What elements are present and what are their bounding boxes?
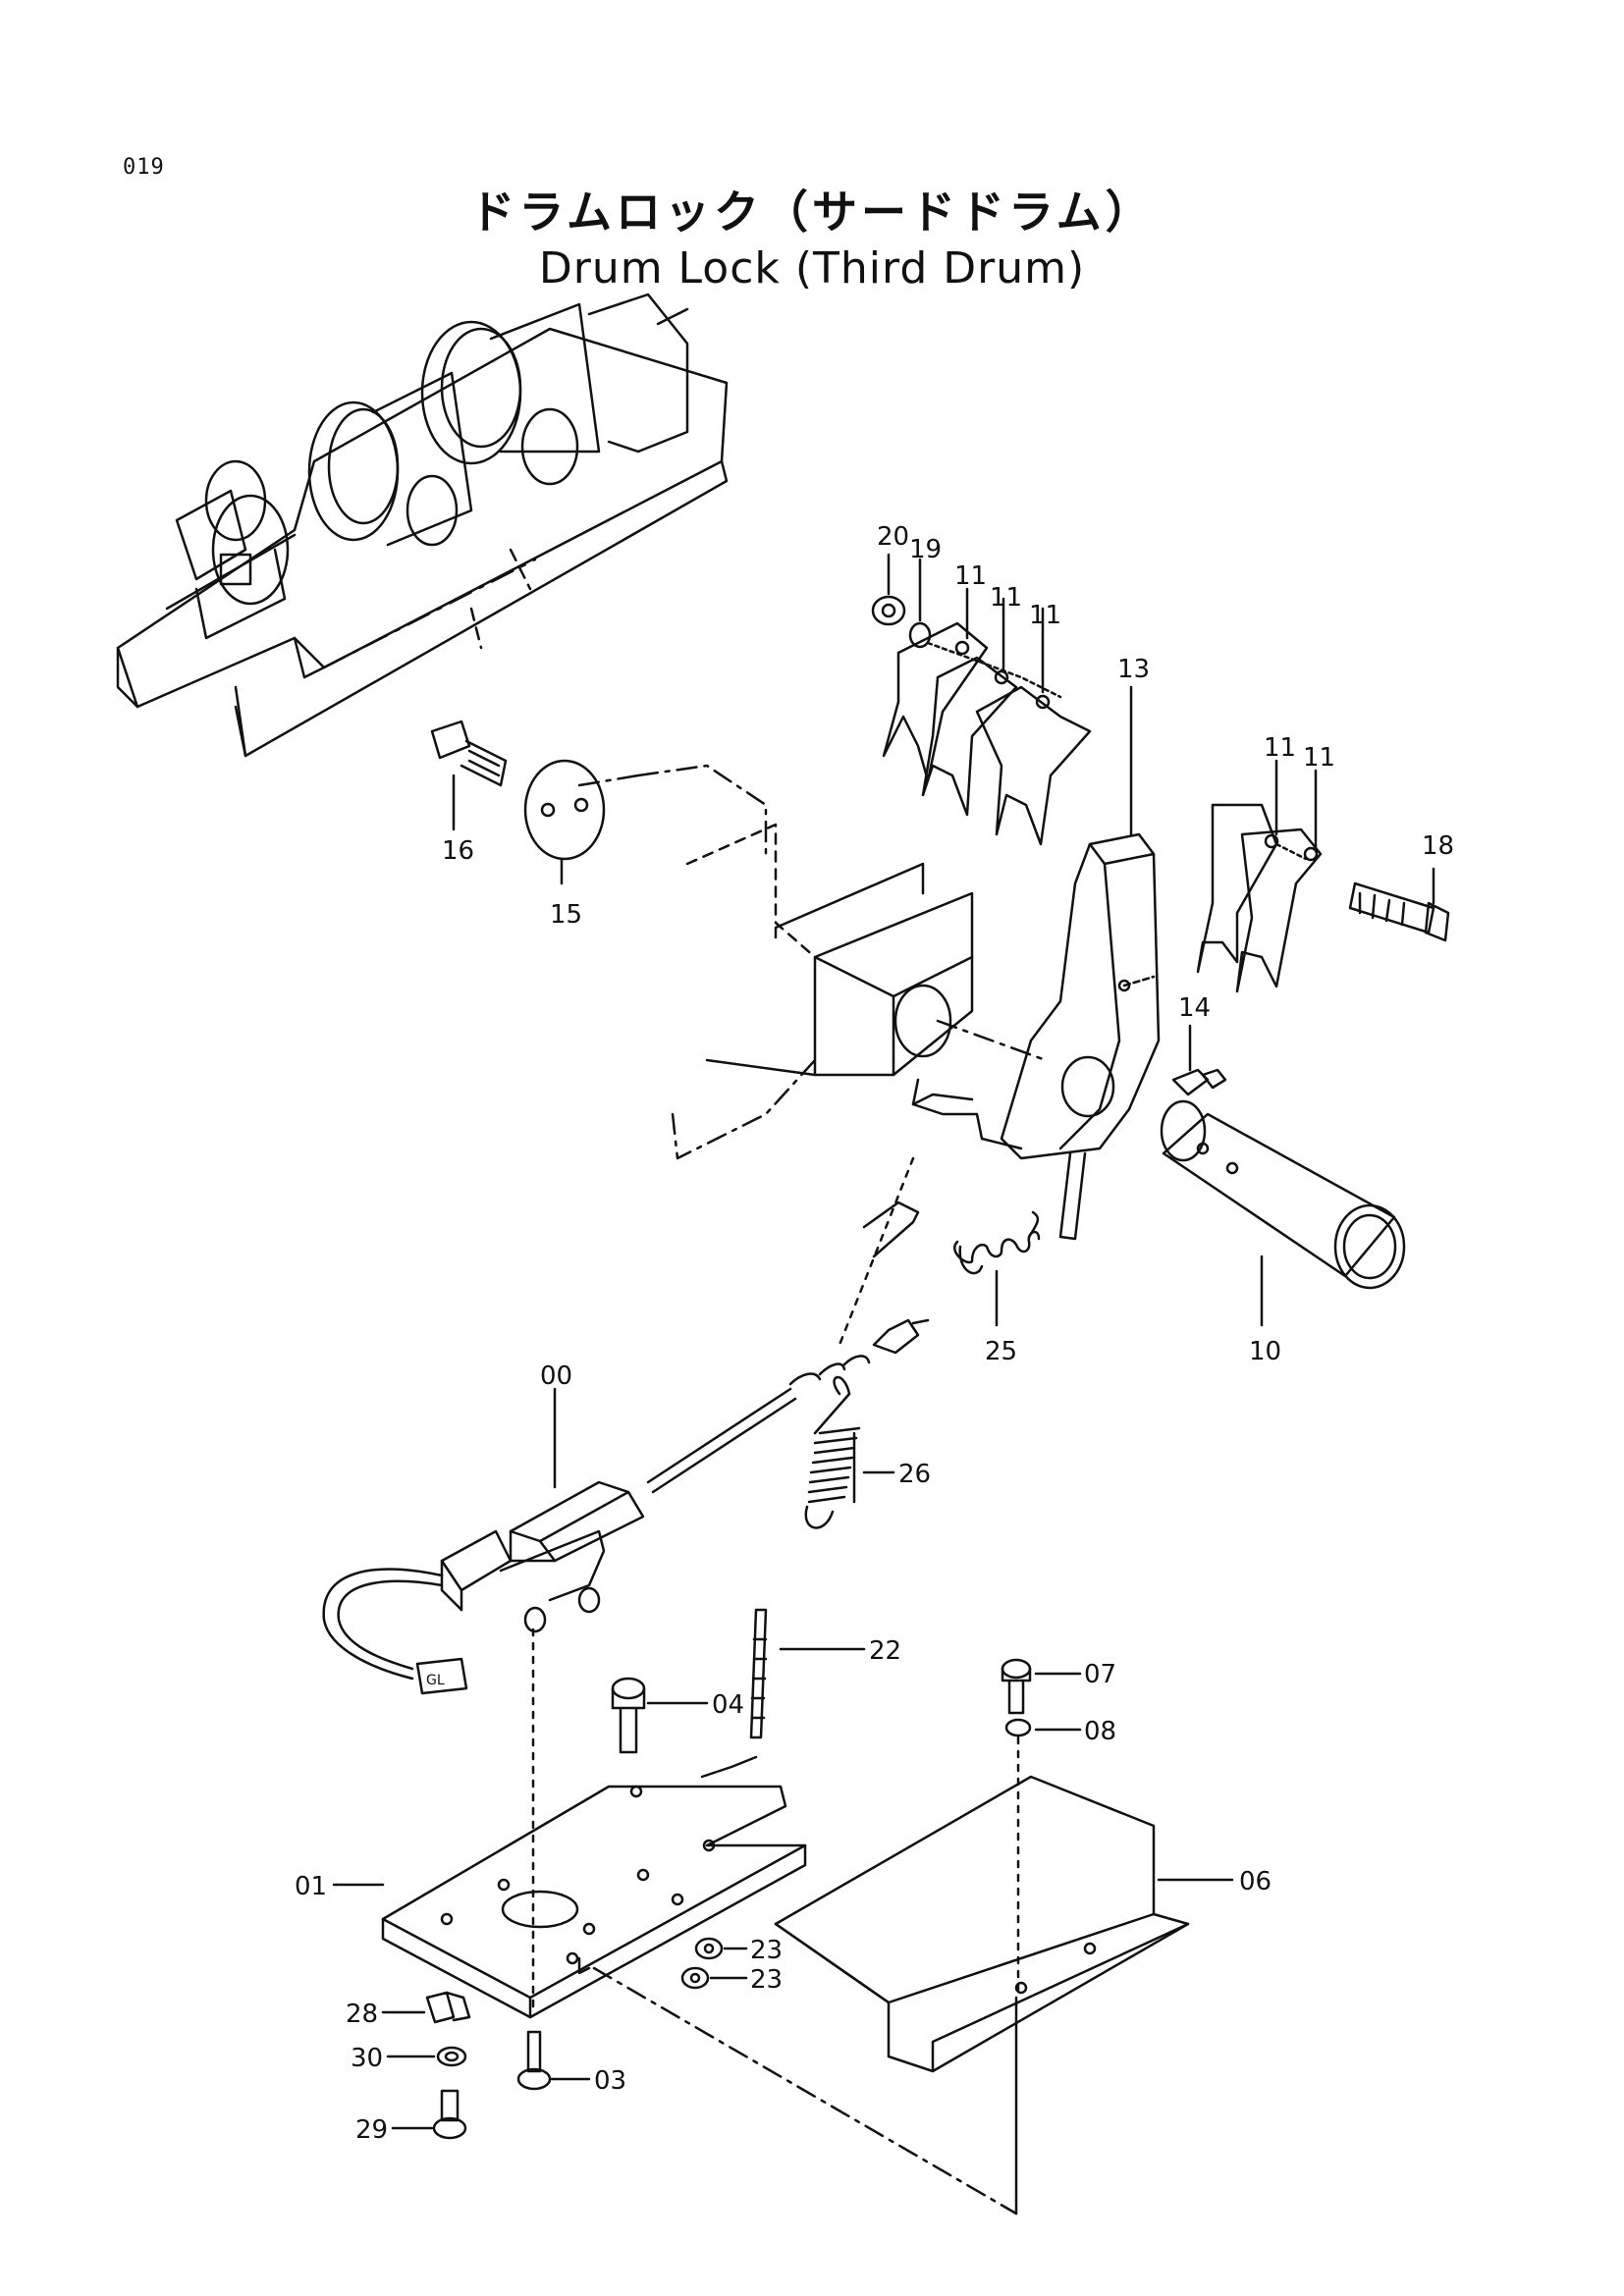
callout-18: 18 — [1422, 831, 1454, 861]
callout-23: 23 — [750, 1936, 783, 1965]
callout-labels: 20 19 11 11 11 13 11 11 18 16 15 14 25 1… — [295, 522, 1454, 2145]
bolt-03 — [516, 2030, 591, 2091]
callout-01: 01 — [295, 1872, 327, 1901]
callout-25: 25 — [985, 1337, 1017, 1366]
callout-03: 03 — [594, 2066, 626, 2096]
callout-15: 15 — [550, 900, 582, 930]
base-plate-01 — [332, 1755, 1018, 2216]
spring-25 — [953, 1210, 1041, 1327]
rod-22 — [749, 1156, 920, 1739]
pin-10 — [1160, 1099, 1406, 1327]
clamp-28 — [381, 1991, 471, 2024]
callout-07: 07 — [1084, 1660, 1116, 1689]
callout-29: 29 — [355, 2115, 388, 2145]
nut-20 — [871, 553, 906, 626]
bolt-04 — [611, 1677, 709, 1754]
callout-26: 26 — [898, 1460, 931, 1489]
callout-00: 00 — [540, 1362, 572, 1391]
nut-23b — [680, 1966, 748, 1990]
callout-20: 20 — [877, 522, 909, 552]
title-english: Drum Lock (Third Drum) — [538, 243, 1086, 294]
washer-08 — [1004, 1718, 1082, 2216]
nut-23a — [694, 1937, 748, 1960]
callout-19: 19 — [909, 535, 942, 564]
bolt-07 — [1001, 1658, 1082, 1715]
cable-actuator-00 — [322, 1318, 930, 2009]
bolt-18 — [1348, 867, 1450, 942]
plates-11-left — [882, 587, 1092, 846]
callout-22: 22 — [869, 1636, 901, 1666]
callout-08: 08 — [1084, 1717, 1116, 1746]
callout-14: 14 — [1178, 993, 1211, 1023]
callout-28: 28 — [346, 2000, 378, 2029]
washer-15 — [523, 759, 606, 885]
callout-11: 11 — [990, 583, 1022, 613]
plates-11-right — [1196, 759, 1323, 993]
callout-04: 04 — [712, 1690, 744, 1720]
callout-30: 30 — [351, 2044, 383, 2073]
spring-26 — [804, 1375, 895, 1529]
callout-11: 11 — [1029, 601, 1061, 630]
callout-11: 11 — [954, 561, 987, 591]
callout-11: 11 — [1303, 743, 1335, 773]
cover-06 — [774, 1775, 1234, 2073]
callout-11: 11 — [1264, 733, 1296, 763]
callout-16: 16 — [442, 836, 474, 866]
bolt-29 — [391, 2089, 467, 2140]
bracket-block — [577, 764, 1048, 1160]
lever-13 — [911, 685, 1161, 1241]
washer-30 — [386, 2046, 467, 2067]
bolt-16 — [430, 720, 508, 831]
page-number: 019 — [123, 155, 165, 180]
callout-23: 23 — [750, 1965, 783, 1995]
callout-06: 06 — [1239, 1867, 1272, 1896]
washer-19 — [908, 558, 932, 649]
callout-13: 13 — [1117, 655, 1150, 684]
winch-assembly — [116, 293, 729, 758]
grease-fitting-14 — [1171, 1024, 1227, 1096]
connector-tag: GL — [426, 1673, 445, 1688]
callout-10: 10 — [1249, 1337, 1281, 1366]
title-japanese: ドラムロック（サードドラム） — [469, 186, 1155, 239]
